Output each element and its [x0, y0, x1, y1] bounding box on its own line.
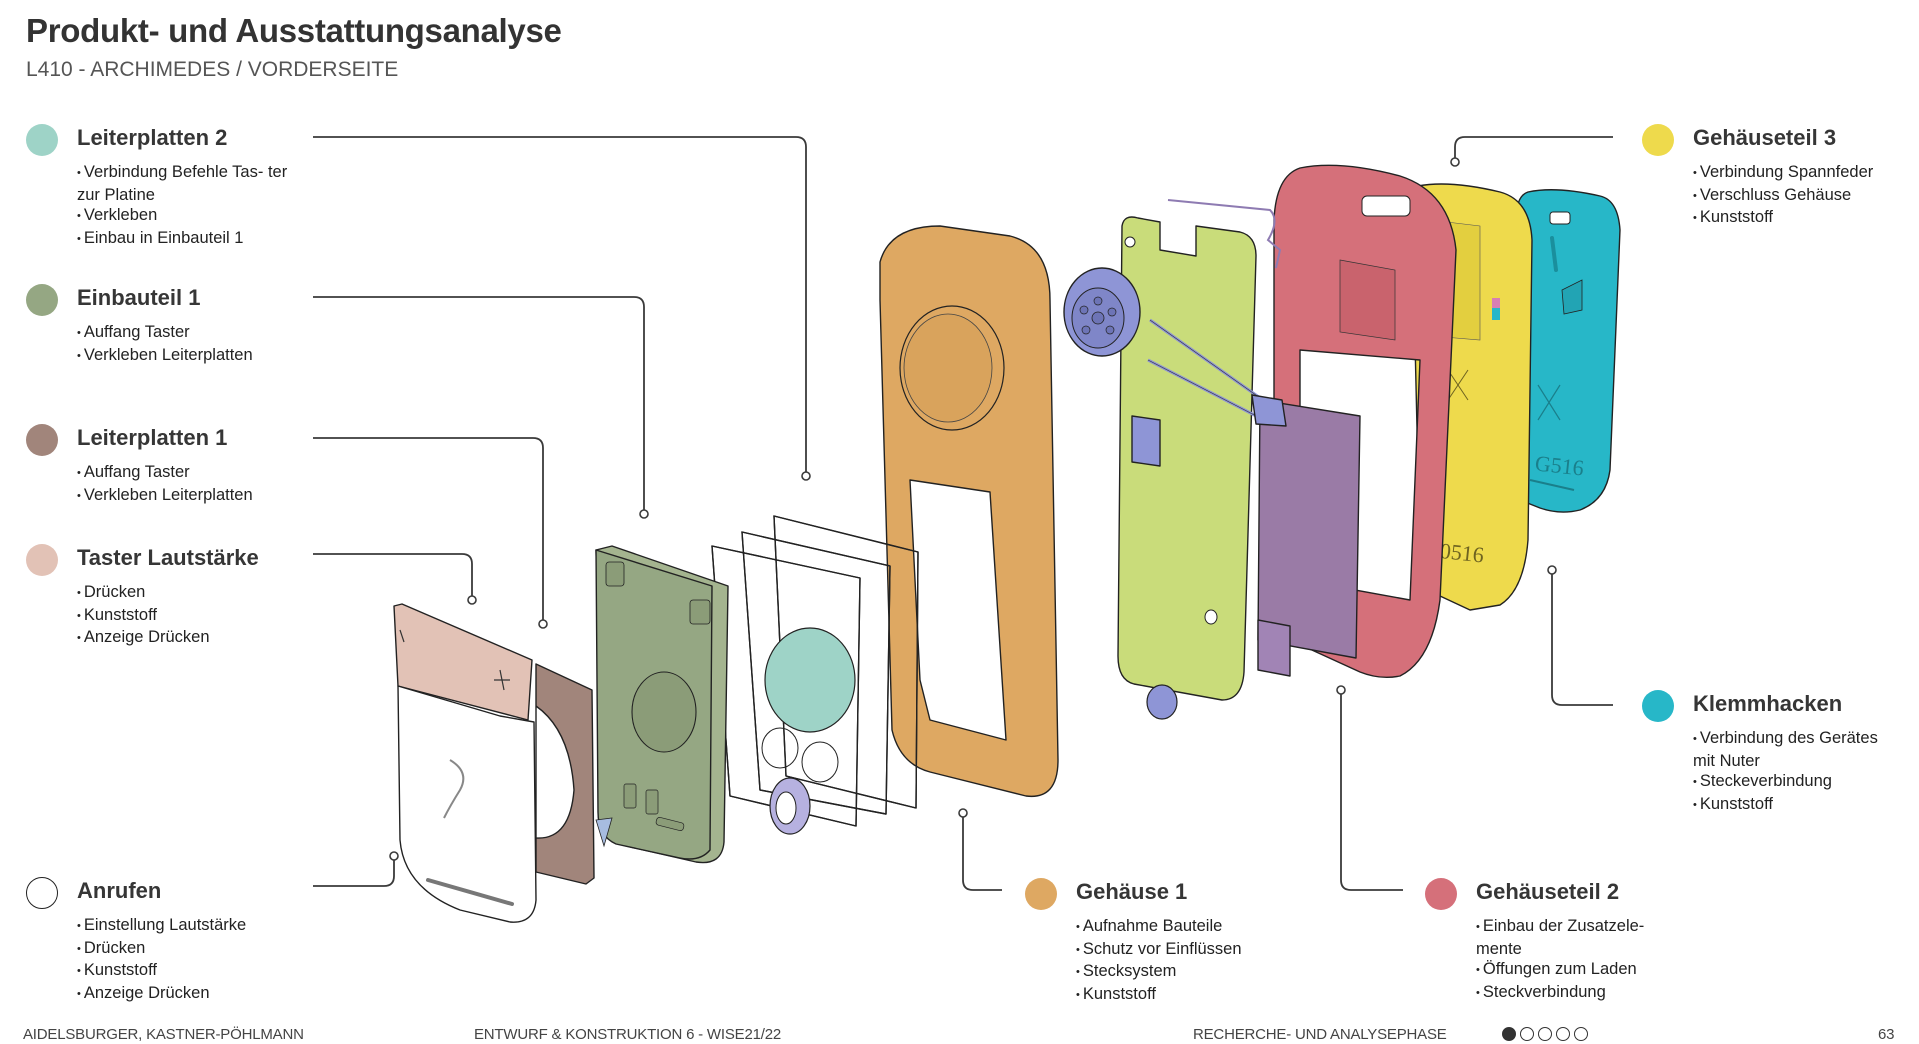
page-subtitle: L410 - ARCHIMEDES / VORDERSEITE — [26, 58, 399, 81]
bullet-list: Verbindung Befehle Tas- ter zur Platine … — [77, 162, 292, 250]
page-number: 63 — [1878, 1026, 1895, 1043]
leader-line-leiterplatten-1 — [313, 437, 548, 629]
label-title: Anrufen — [77, 878, 162, 903]
color-dot-anrufen — [26, 877, 58, 909]
label-title: Einbauteil 1 — [77, 285, 201, 310]
label-title: Gehäuseteil 3 — [1693, 125, 1837, 150]
bullet-list: Einstellung Lautstärke Drücken Kunststof… — [77, 915, 292, 1005]
bullet-item: Verbindung Spannfeder — [1693, 162, 1908, 185]
bullet-item: Einstellung Lautstärke — [77, 915, 292, 938]
part-lautsprecher — [1063, 199, 1287, 427]
bullet-item: Schutz vor Einflüssen — [1076, 939, 1291, 962]
phase-progress-indicator — [1502, 1027, 1588, 1041]
leader-line-einbauteil-1 — [313, 296, 649, 519]
color-dot-gehaeuse-1 — [1025, 878, 1057, 910]
color-dot-gehaeuseteil-3 — [1642, 124, 1674, 156]
bullet-item: Auffang Taster — [77, 322, 292, 345]
part-einbauteil-1 — [595, 545, 729, 864]
part-gehaeuse-1 — [879, 225, 1059, 798]
label-title: Gehäuse 1 — [1076, 879, 1188, 904]
bullet-list: Auffang Taster Verkleben Leiterplatten — [77, 462, 292, 507]
bullet-item: Verbindung des Gerätes mit Nuter — [1693, 728, 1893, 771]
leader-line-taster-lautstaerke — [313, 553, 477, 605]
back-cover-engraving: G516 — [1534, 451, 1585, 481]
bullet-item: Verkleben Leiterplatten — [77, 345, 292, 368]
bullet-item: Verkleben Leiterplatten — [77, 485, 292, 508]
label-title: Klemmhacken — [1693, 691, 1843, 716]
leader-line-gehaeuse-1 — [958, 808, 1002, 891]
bullet-item: Kunststoff — [1693, 794, 1893, 817]
label-title: Gehäuseteil 2 — [1476, 879, 1620, 904]
part-leiterplatten-1 — [535, 663, 613, 885]
footer-phase: RECHERCHE- UND ANALYSEPHASE — [1193, 1026, 1447, 1043]
bullet-item: Verbindung Befehle Tas- ter zur Platine — [77, 162, 292, 205]
leader-line-leiterplatten-2 — [313, 136, 811, 481]
part-akku — [1257, 399, 1361, 677]
bullet-item: Stecksystem — [1076, 961, 1291, 984]
leader-line-gehaeuseteil-3 — [1450, 136, 1613, 167]
bullet-item: Kunststoff — [1693, 207, 1908, 230]
bullet-item: Öffungen zum Laden — [1476, 959, 1666, 982]
footer-course: ENTWURF & KONSTRUKTION 6 - WISE21/22 — [474, 1026, 782, 1043]
progress-dot-filled — [1502, 1027, 1516, 1041]
leader-line-gehaeuseteil-2 — [1336, 685, 1403, 891]
bullet-item: Kunststoff — [77, 605, 292, 628]
bullet-item: Steckeverbindung — [1693, 771, 1893, 794]
progress-dot-empty — [1556, 1027, 1570, 1041]
bullet-list: Drücken Kunststoff Anzeige Drücken — [77, 582, 292, 650]
bullet-item: Steckverbindung — [1476, 982, 1666, 1005]
bullet-item: Einbau der Zusatzele- mente — [1476, 916, 1666, 959]
part-leiterplatten-2 — [711, 515, 919, 835]
color-dot-klemmhacken — [1642, 690, 1674, 722]
label-title: Taster Lautstärke — [77, 545, 259, 570]
bullet-item: Anzeige Drücken — [77, 627, 292, 650]
bullet-item: Kunststoff — [1076, 984, 1291, 1007]
color-dot-leiterplatten-2 — [26, 124, 58, 156]
leader-line-anrufen — [313, 851, 399, 887]
bullet-list: Einbau der Zusatzele- mente Öffungen zum… — [1476, 916, 1666, 1004]
progress-dot-empty — [1520, 1027, 1534, 1041]
bullet-item: Kunststoff — [77, 960, 292, 983]
bullet-item: Einbau in Einbauteil 1 — [77, 228, 292, 251]
label-title: Leiterplatten 2 — [77, 125, 228, 150]
leader-line-klemmhacken — [1547, 565, 1613, 706]
part-platine — [1117, 216, 1257, 720]
progress-dot-empty — [1538, 1027, 1552, 1041]
color-dot-leiterplatten-1 — [26, 424, 58, 456]
part-anrufen — [397, 685, 537, 923]
bullet-list: Verbindung Spannfeder Verschluss Gehäuse… — [1693, 162, 1908, 230]
bullet-list: Verbindung des Gerätes mit Nuter Steckev… — [1693, 728, 1893, 816]
bullet-item: Verkleben — [77, 205, 292, 228]
color-dot-gehaeuseteil-2 — [1425, 878, 1457, 910]
part-taster-lautstaerke — [393, 603, 533, 721]
part-klemmhacken: G516 — [1511, 189, 1621, 513]
color-dot-einbauteil-1 — [26, 284, 58, 316]
label-title: Leiterplatten 1 — [77, 425, 228, 450]
bullet-item: Drücken — [77, 938, 292, 961]
bullet-item: Drücken — [77, 582, 292, 605]
bullet-item: Verschluss Gehäuse — [1693, 185, 1908, 208]
progress-dot-empty — [1574, 1027, 1588, 1041]
bullet-item: Aufnahme Bauteile — [1076, 916, 1291, 939]
footer-authors: AIDELSBURGER, KASTNER-PÖHLMANN — [23, 1026, 304, 1043]
color-dot-taster-lautstaerke — [26, 544, 58, 576]
bullet-item: Auffang Taster — [77, 462, 292, 485]
bullet-list: Auffang Taster Verkleben Leiterplatten — [77, 322, 292, 367]
page-title: Produkt- und Ausstattungsanalyse — [26, 12, 562, 49]
bullet-item: Anzeige Drücken — [77, 983, 292, 1006]
inner-housing-engraving: 0516 — [1439, 538, 1485, 567]
bullet-list: Aufnahme Bauteile Schutz vor Einflüssen … — [1076, 916, 1291, 1006]
